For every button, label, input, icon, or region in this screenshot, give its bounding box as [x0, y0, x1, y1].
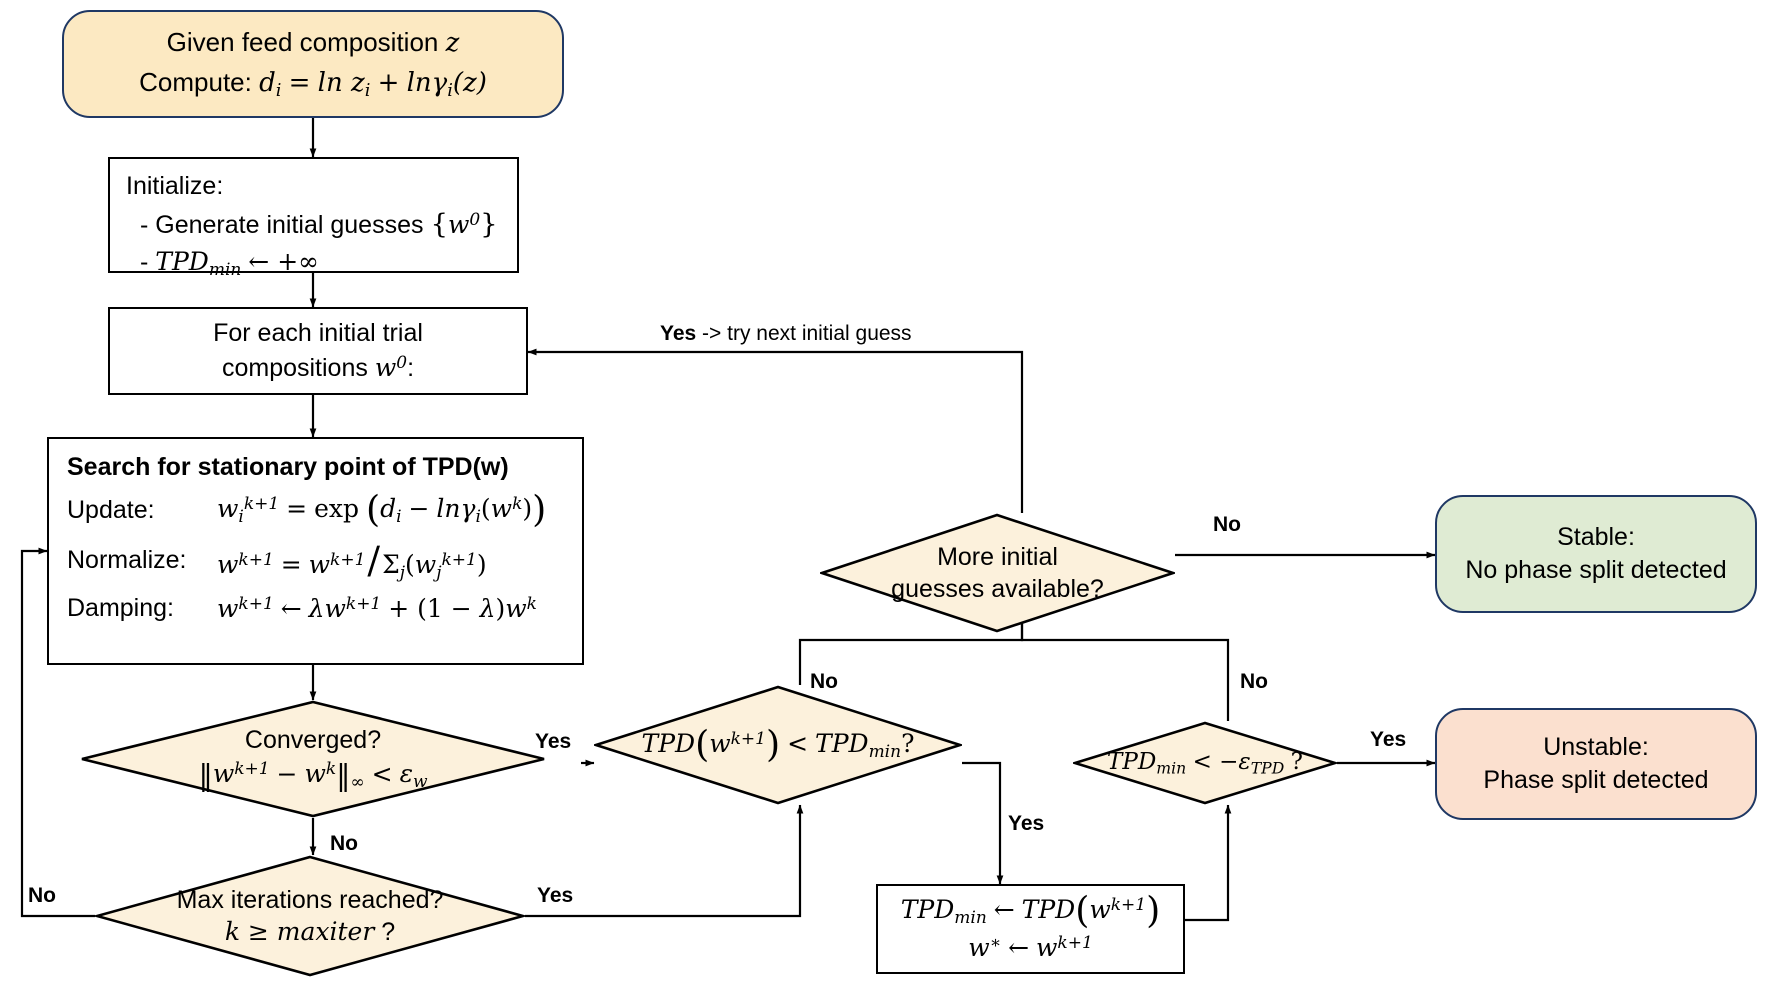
tpd-threshold-decision: TPDmin < −εTPD ?	[1073, 721, 1337, 805]
start-node: Given feed composition z Compute: di = l…	[62, 10, 564, 118]
edge-label-converged-no: No	[330, 832, 358, 855]
unstable-line2: Phase split detected	[1483, 766, 1709, 794]
algorithm-row-equation: wk+1 = wk+1∕Σj(wjk+1)	[217, 537, 487, 583]
loop-line2: compositions w0:	[221, 352, 415, 382]
algorithm-row-equation: wk+1 ← λwk+1 + (1 − λ)wk	[217, 593, 537, 623]
edge-label-retry-loop: Yes -> try next initial guess	[660, 322, 912, 346]
edge-label-more-guesses-no: No	[1213, 513, 1241, 536]
unstable-node: Unstable: Phase split detected	[1435, 708, 1757, 820]
more-guesses-line1: More initial	[937, 542, 1058, 571]
more-guesses-line2: guesses available?	[891, 575, 1104, 603]
algorithm-row-equation: wik+1 = exp (di − lnγi(wk))	[217, 487, 547, 531]
converged-line2: ‖wk+1 − wk‖∞ < εw	[198, 757, 428, 793]
edge-label-threshold-yes: Yes	[1370, 728, 1407, 751]
algorithm-row-label: Update:	[67, 495, 155, 524]
edge-label-retry-bold: Yes	[660, 322, 697, 345]
edge-label-converged-yes: Yes	[535, 730, 572, 753]
stable-node: Stable: No phase split detected	[1435, 495, 1757, 613]
algorithm-row-damping: Damping: wk+1 ← λwk+1 + (1 − λ)wk	[67, 594, 564, 624]
initialize-title: Initialize:	[126, 172, 224, 200]
edge-label-tpd-compare-no: No	[810, 670, 838, 693]
converged-line1: Converged?	[244, 726, 382, 755]
start-line1: Given feed composition z	[166, 26, 460, 58]
max-iterations-line2: k ≥ maxiter ?	[224, 917, 396, 946]
tpd-update-node: TPDmin ← TPD(wk+1) w∗ ← wk+1	[876, 884, 1185, 974]
edge-label-maxiter-no: No	[28, 884, 56, 907]
tpd-update-line2: w∗ ← wk+1	[968, 933, 1093, 963]
more-guesses-decision: More initial guesses available?	[820, 513, 1175, 633]
initialize-node: Initialize: - Generate initial guesses {…	[108, 157, 519, 279]
algorithm-node: Search for stationary point of TPD(w) Up…	[47, 437, 584, 665]
tpd-compare-line1: TPD(wk+1) < TPDmin?	[641, 722, 915, 765]
algorithm-row-label: Damping:	[67, 594, 174, 623]
loop-node: For each initial trial compositions w0:	[108, 307, 528, 395]
stable-line1: Stable:	[1557, 522, 1635, 551]
stable-line2: No phase split detected	[1465, 556, 1727, 584]
tpd-compare-decision: TPD(wk+1) < TPDmin?	[594, 685, 962, 805]
max-iterations-decision: Max iterations reached? k ≥ maxiter ?	[95, 855, 525, 977]
start-line2: Compute: di = ln zi + lnγi(z)	[139, 66, 487, 101]
max-iterations-line1: Max iterations reached?	[176, 885, 444, 914]
loop-line1: For each initial trial	[213, 319, 423, 347]
algorithm-title: Search for stationary point of TPD(w)	[67, 453, 509, 481]
initialize-bullet-1: - Generate initial guesses {w0}	[140, 207, 498, 240]
algorithm-row-normalize: Normalize: wk+1 = wk+1∕Σj(wjk+1)	[67, 538, 564, 583]
algorithm-row-label: Normalize:	[67, 545, 187, 574]
unstable-line1: Unstable:	[1543, 732, 1649, 761]
edge-label-tpd-compare-yes: Yes	[1008, 812, 1045, 835]
algorithm-row-update: Update: wik+1 = exp (di − lnγi(wk))	[67, 487, 564, 531]
tpd-threshold-line1: TPDmin < −εTPD ?	[1107, 749, 1303, 778]
tpd-update-line1: TPDmin ← TPD(wk+1)	[900, 888, 1161, 932]
edge-label-retry-rest: -> try next initial guess	[696, 322, 912, 345]
edge-label-threshold-no: No	[1240, 670, 1268, 693]
converged-decision: Converged? ‖wk+1 − wk‖∞ < εw	[80, 700, 546, 818]
initialize-bullet-2: - TPDmin ← +∞	[140, 246, 319, 280]
edge-label-maxiter-yes: Yes	[537, 884, 574, 907]
